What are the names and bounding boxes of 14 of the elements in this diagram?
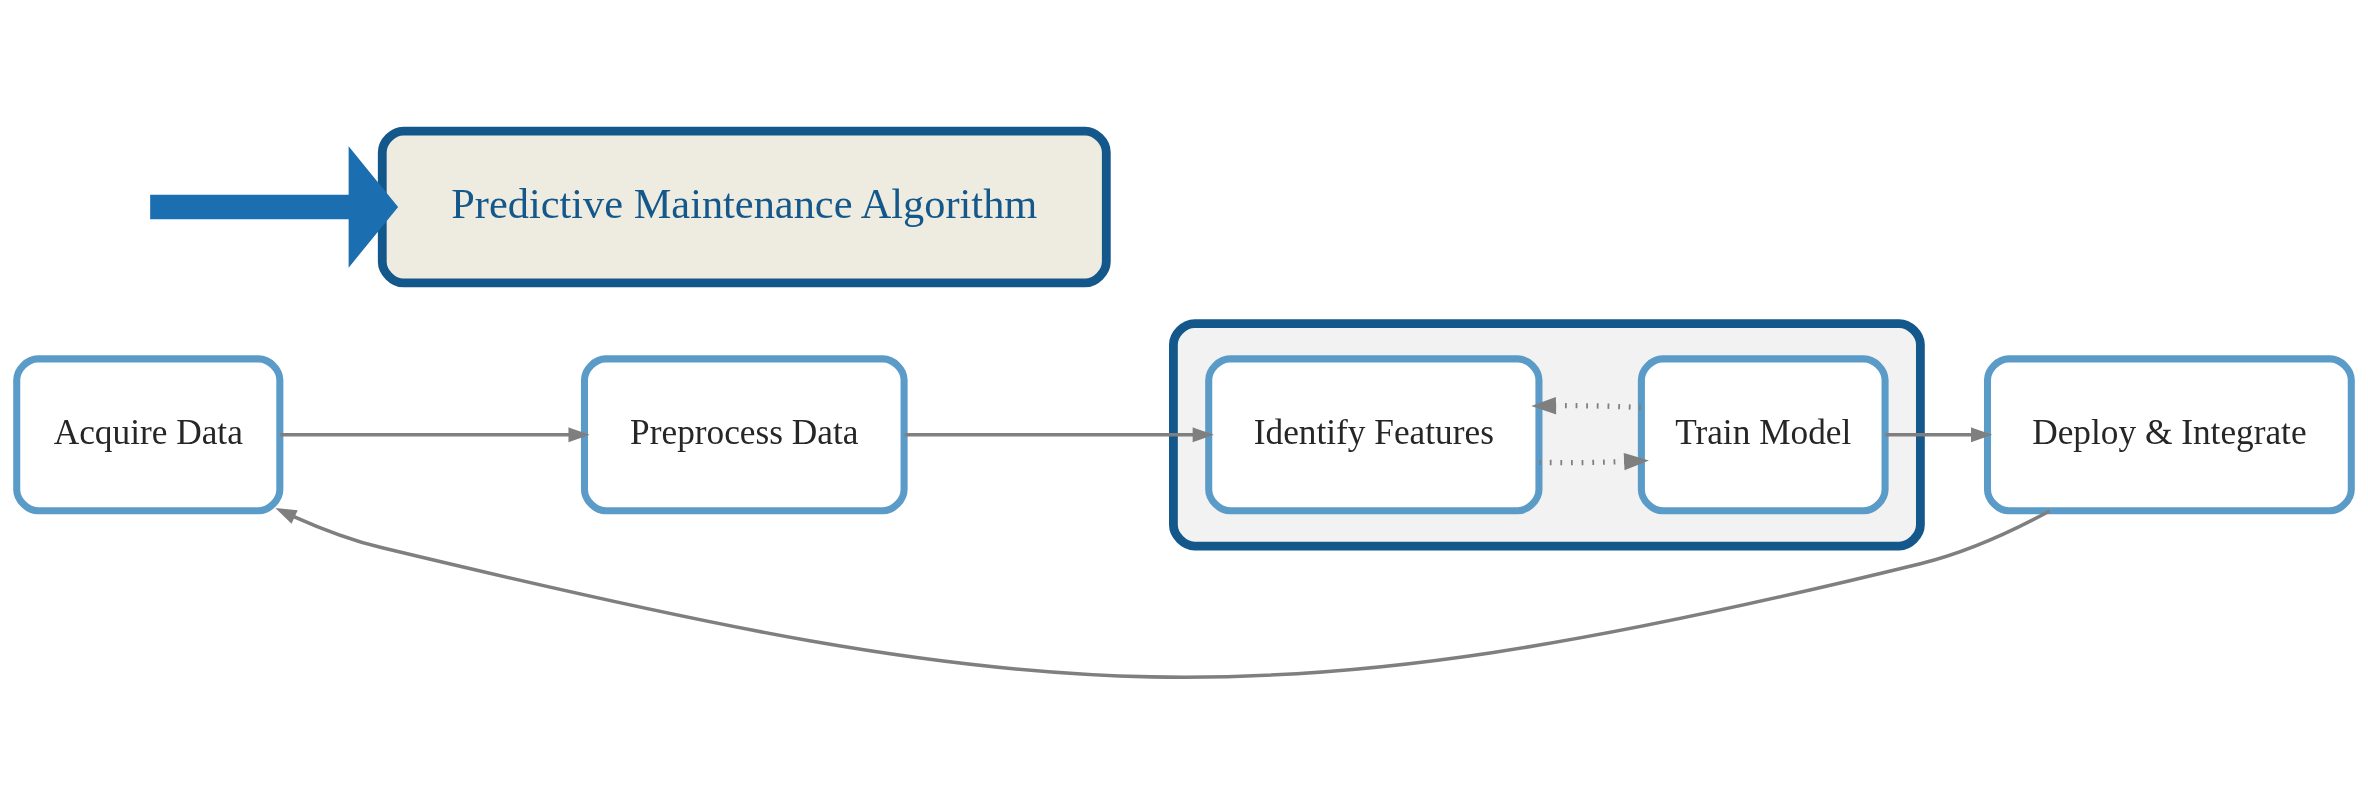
arrow	[1531, 397, 1641, 415]
arrow	[904, 427, 1214, 443]
node-box: Predictive Maintenance Algorithm	[377, 126, 1111, 288]
cluster	[1169, 319, 1925, 551]
node-box: Identify Features	[1205, 355, 1543, 515]
node-box: Train Model	[1637, 355, 1889, 515]
arrow	[1539, 452, 1649, 471]
arrow	[280, 427, 590, 443]
node-box: Deploy & Integrate	[1983, 355, 2355, 515]
node-box: Preprocess Data	[580, 355, 908, 515]
arrow	[1885, 427, 1993, 443]
arrow	[275, 508, 2051, 679]
arrow	[150, 146, 399, 268]
node-box: Acquire Data	[13, 355, 284, 515]
